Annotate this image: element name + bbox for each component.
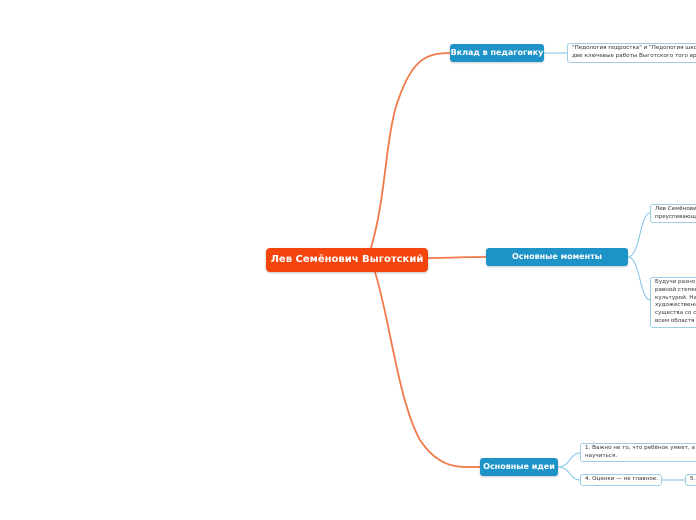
connector-biography-to-topics	[627, 212, 651, 301]
connector-central-to-ideas	[374, 271, 481, 468]
branch-ideas[interactable]: Основные идеи	[480, 458, 558, 476]
topic-idea-4[interactable]: 4. Оценки — не главное.	[580, 474, 662, 486]
topic-idea-1[interactable]: 1. Важно не то, что ребёнок умеет, а т н…	[580, 443, 696, 462]
connector-central-to-contribution	[370, 52, 451, 249]
connector-ideas-to-topics	[557, 452, 685, 481]
branch-biography[interactable]: Основные моменты биографии	[486, 248, 628, 279]
central-topic[interactable]: Лев Семёнович Выготский	[266, 248, 428, 272]
topic-idea-5[interactable]: 5.	[685, 474, 696, 486]
topic-biography-intro[interactable]: Лев Семёнови преуспевающе	[650, 204, 696, 223]
branch-contribution[interactable]: Вклад в педагогику	[450, 44, 544, 62]
topic-biography-culture[interactable]: Будучи разно равной степен культурой. На…	[650, 277, 696, 328]
topic-pedology-works[interactable]: "Педология подростка" и "Педология школ …	[567, 43, 696, 63]
connector-central-to-biography	[427, 256, 487, 259]
